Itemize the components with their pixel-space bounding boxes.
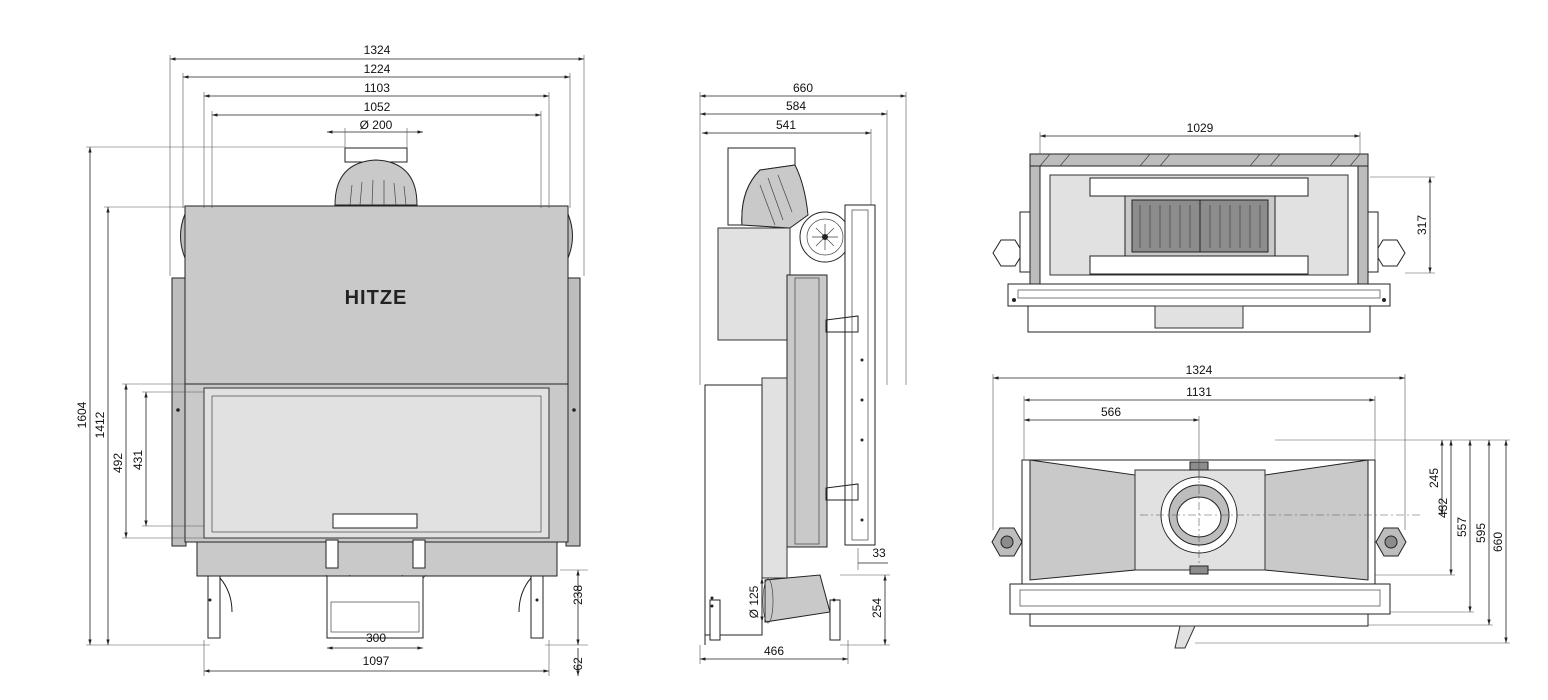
plan-width-1131: 1131 bbox=[1186, 385, 1212, 399]
side-view: 660 584 541 466 Ø 125 33 254 bbox=[699, 81, 907, 664]
front-height-431: 431 bbox=[131, 450, 145, 470]
flue-diameter-label: Ø 200 bbox=[360, 118, 393, 132]
front-right-62: 62 bbox=[571, 657, 585, 671]
front-height-492: 492 bbox=[111, 453, 125, 473]
plan-depth-245: 245 bbox=[1427, 468, 1441, 488]
plan-width-1324: 1324 bbox=[1186, 363, 1213, 377]
front-right-238: 238 bbox=[571, 585, 585, 605]
side-right-254: 254 bbox=[870, 598, 884, 618]
brand-logo: HITZE bbox=[345, 287, 408, 309]
top-depth-317: 317 bbox=[1415, 215, 1429, 235]
plan-view: 1324 1131 566 245 432 557 595 660 bbox=[991, 363, 1510, 649]
front-view: 1324 1224 1103 1052 Ø 200 1604 1412 492 … bbox=[75, 43, 588, 676]
plan-depth-557: 557 bbox=[1455, 517, 1469, 537]
side-bottom-466: 466 bbox=[764, 644, 784, 658]
plan-depth-432: 432 bbox=[1436, 498, 1450, 518]
front-width-1052: 1052 bbox=[364, 100, 391, 114]
top-view: 1029 317 bbox=[992, 121, 1435, 333]
side-width-584: 584 bbox=[786, 99, 806, 113]
front-bottom-300: 300 bbox=[366, 631, 386, 645]
front-width-1224: 1224 bbox=[364, 62, 391, 76]
plan-depth-595: 595 bbox=[1474, 523, 1488, 543]
side-right-33: 33 bbox=[872, 546, 886, 560]
front-height-1604: 1604 bbox=[75, 401, 89, 428]
front-bottom-1097: 1097 bbox=[363, 654, 390, 668]
plan-depth-660: 660 bbox=[1491, 532, 1505, 552]
front-height-1412: 1412 bbox=[93, 411, 107, 438]
side-width-660: 660 bbox=[793, 81, 813, 95]
front-width-1103: 1103 bbox=[364, 81, 390, 95]
side-width-541: 541 bbox=[776, 118, 796, 132]
inlet-diameter-label: Ø 125 bbox=[747, 585, 761, 618]
plan-width-566: 566 bbox=[1101, 405, 1121, 419]
top-width-1029: 1029 bbox=[1187, 121, 1214, 135]
front-width-1324: 1324 bbox=[364, 43, 391, 57]
